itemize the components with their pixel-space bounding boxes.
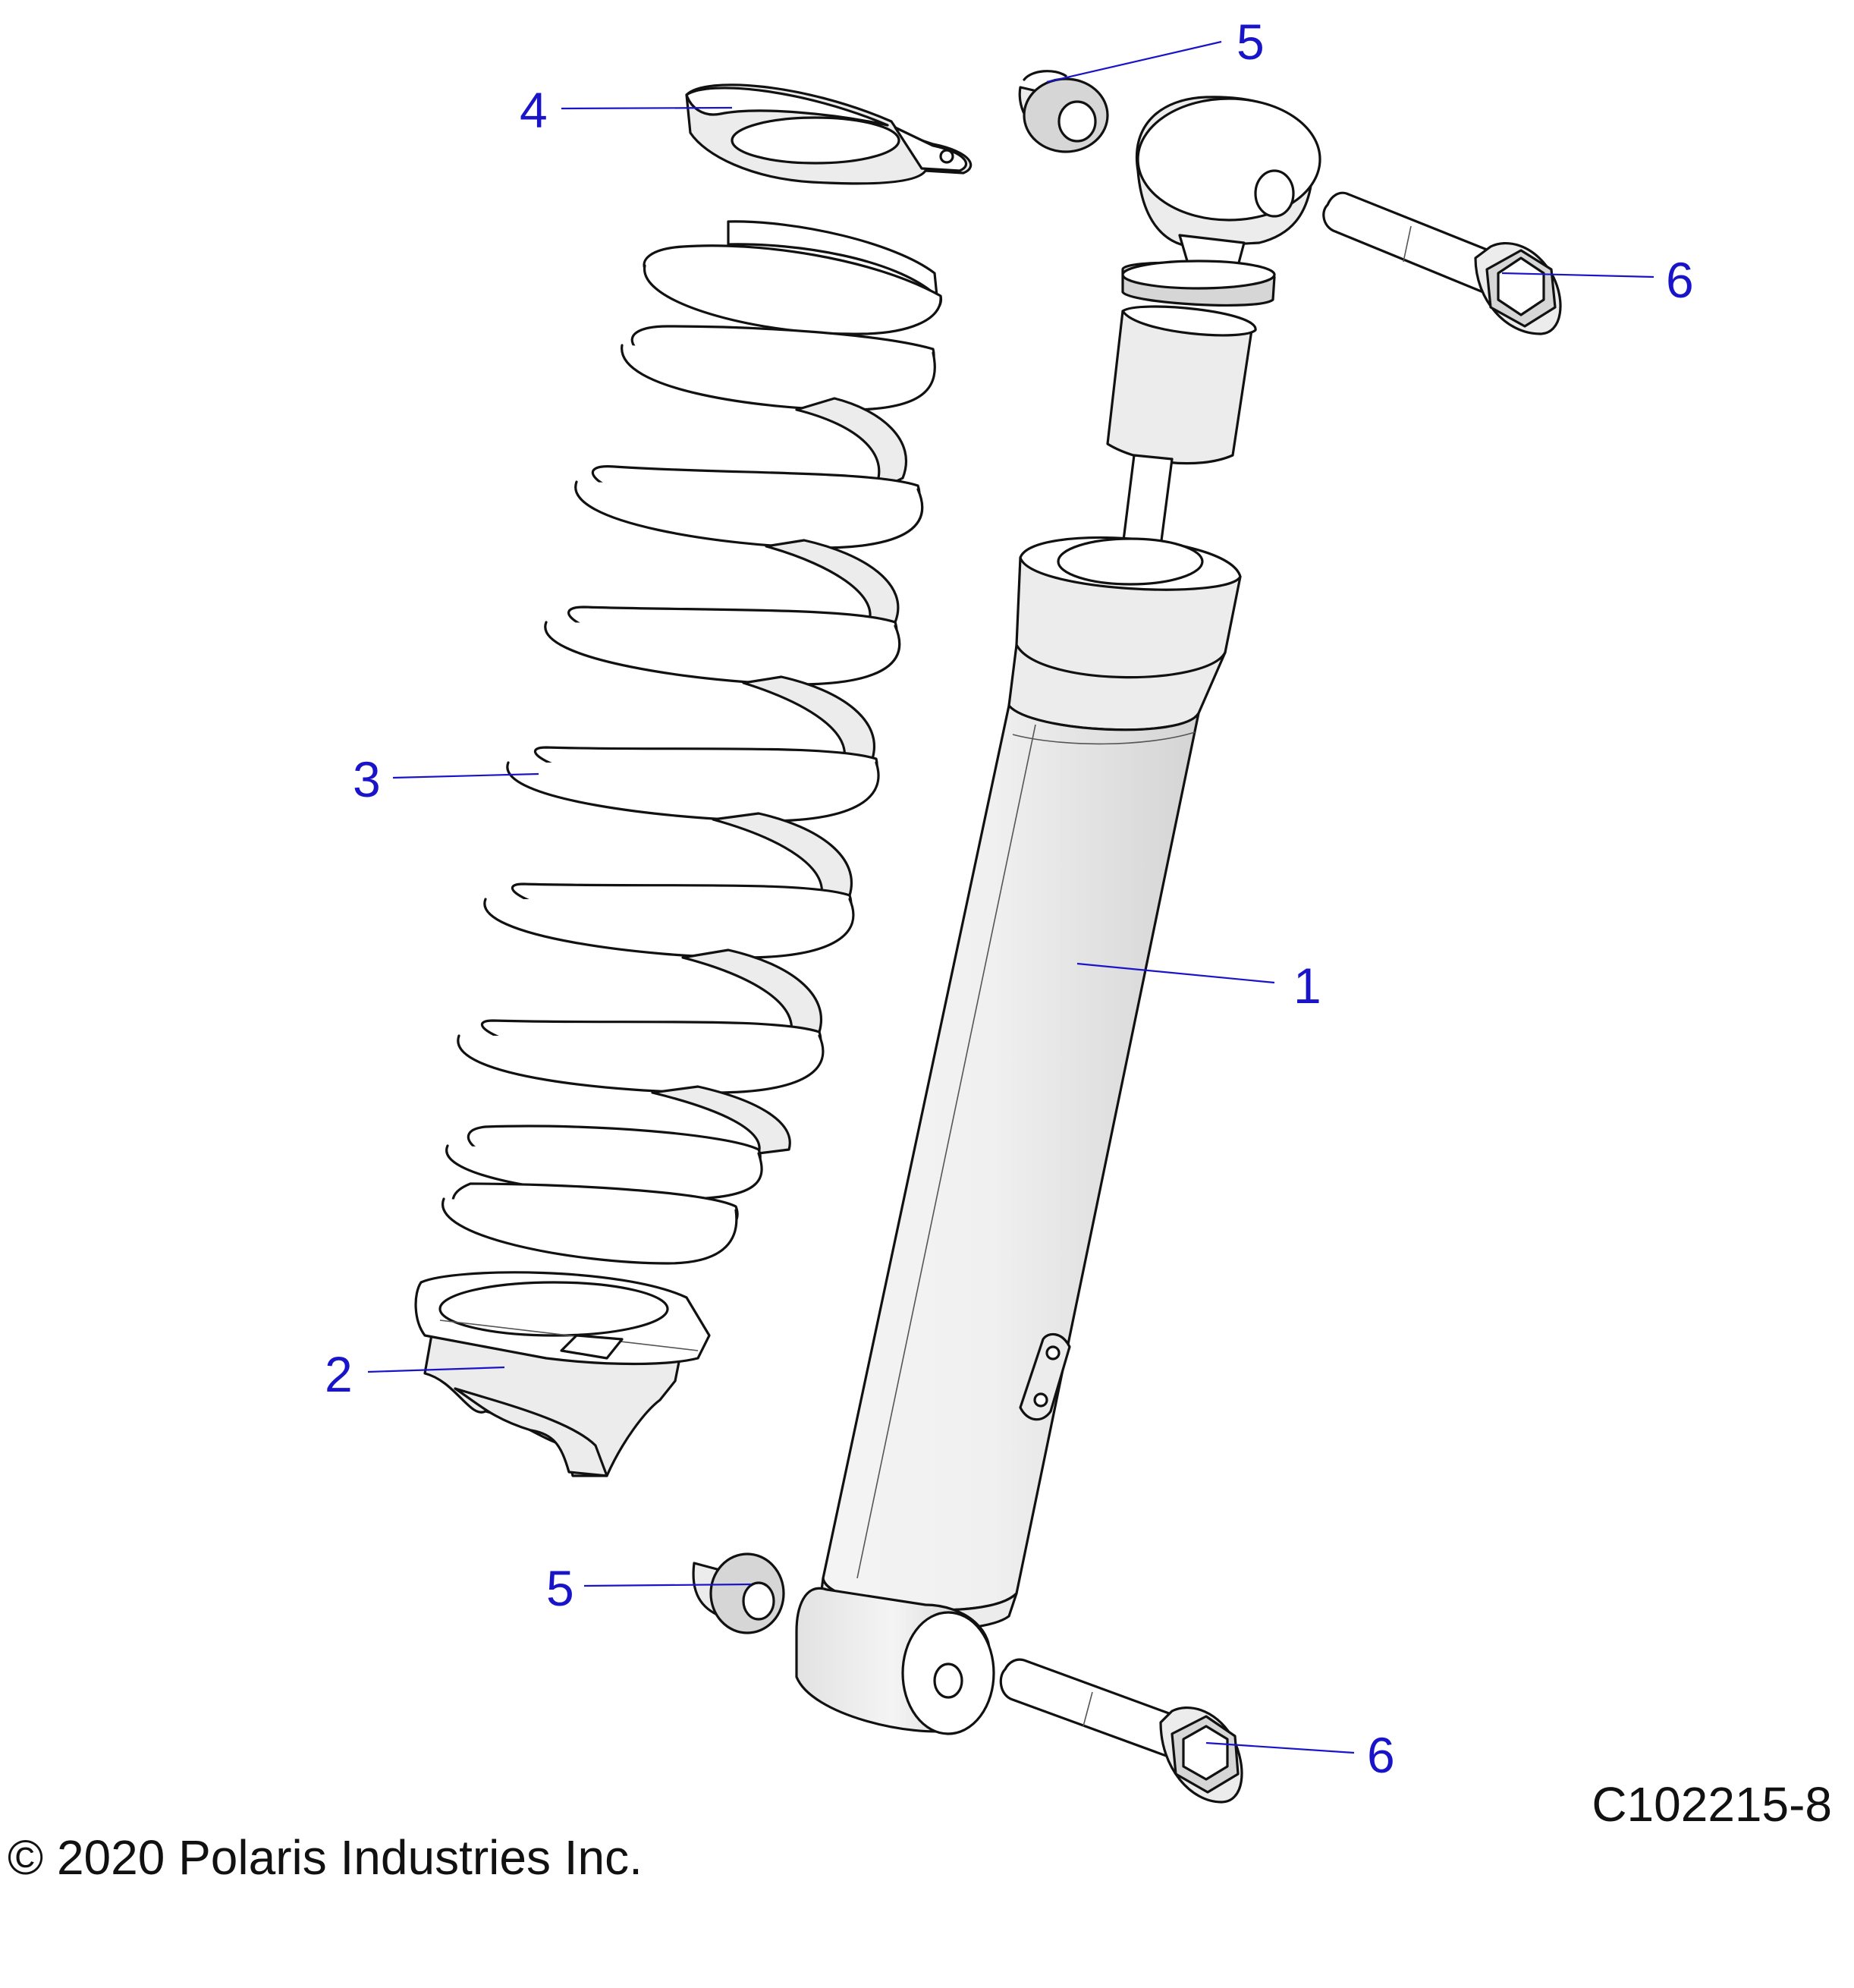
upper-bolt xyxy=(1322,191,1562,335)
leader-line-1 xyxy=(1076,962,1275,984)
callout-5-lower: 5 xyxy=(546,1560,574,1616)
callout-4: 4 xyxy=(520,82,548,138)
leader-line-2 xyxy=(367,1366,505,1373)
callout-1: 1 xyxy=(1293,958,1321,1014)
leader-line-4 xyxy=(561,106,733,110)
spring-upper-retainer xyxy=(685,83,973,185)
leader-line-6-upper xyxy=(1501,272,1654,278)
lower-bolt xyxy=(999,1658,1243,1804)
spring-coil-1 xyxy=(643,244,942,335)
leader-line-6-lower xyxy=(1205,1741,1355,1754)
copyright-notice: © 2020 Polaris Industries Inc. xyxy=(8,1830,643,1885)
coil-spring xyxy=(442,220,942,1265)
callout-6-upper: 6 xyxy=(1666,252,1694,308)
leader-line-5-lower xyxy=(583,1583,752,1587)
figure-id: C102215-8 xyxy=(1592,1777,1832,1832)
spring-lower-retainer xyxy=(414,1271,711,1477)
spring-coil-4 xyxy=(544,606,901,686)
spring-coil-6 xyxy=(483,882,855,959)
spring-coil-5 xyxy=(506,746,880,823)
spring-coil-8 xyxy=(445,1125,763,1200)
callout-3: 3 xyxy=(353,751,381,807)
shock-bracket xyxy=(1019,1332,1071,1421)
spring-coil-3 xyxy=(574,465,924,549)
upper-bushing xyxy=(1018,70,1109,153)
callout-numbers: 1 2 3 4 5 5 6 6 xyxy=(325,14,1694,1783)
leader-line-5-upper xyxy=(1046,40,1222,83)
spring-coil-2 xyxy=(621,325,936,411)
leader-lines xyxy=(367,40,1654,1754)
leader-line-3 xyxy=(392,772,539,779)
spring-coil-9 xyxy=(442,1182,739,1265)
lower-bushing xyxy=(692,1552,785,1634)
shock-absorber xyxy=(795,96,1321,1735)
spring-coil-7 xyxy=(457,1019,825,1094)
callout-2: 2 xyxy=(325,1346,353,1402)
callout-5-upper: 5 xyxy=(1237,14,1265,70)
callout-6-lower: 6 xyxy=(1367,1727,1395,1783)
